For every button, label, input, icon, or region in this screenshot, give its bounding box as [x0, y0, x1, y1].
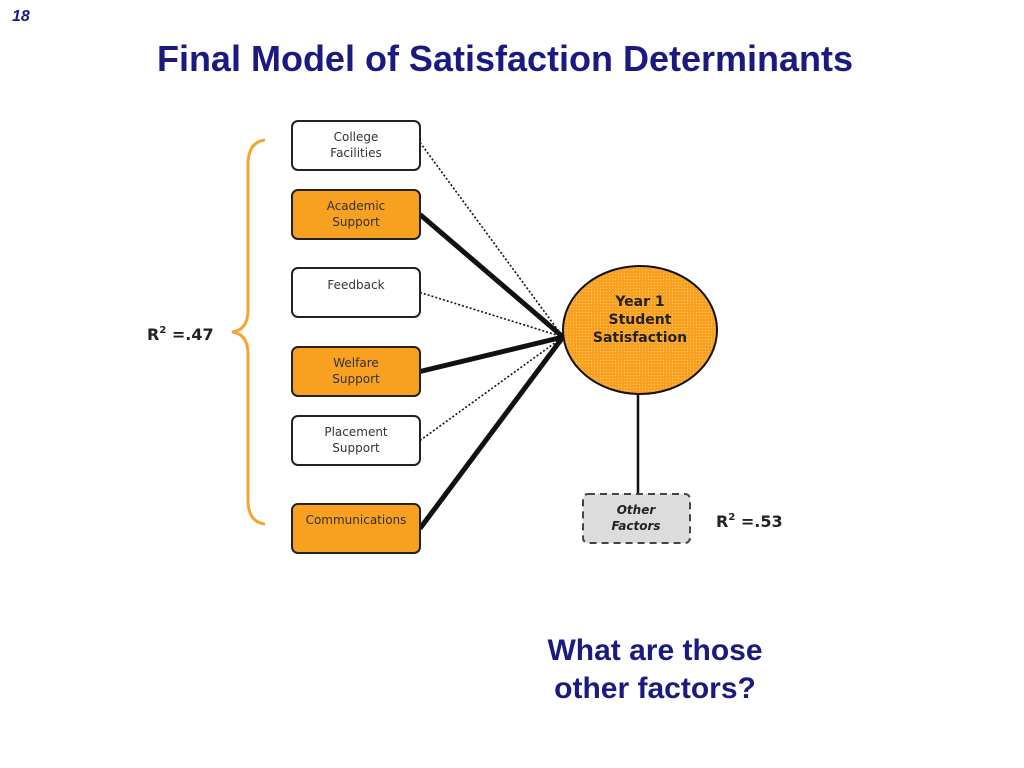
other-factors-label: Other: [617, 503, 657, 517]
outcome-label: Year 1: [614, 294, 664, 310]
outcome-label: Student: [609, 312, 672, 328]
link-feedback: [419, 291, 564, 338]
predictor-label: College: [334, 130, 379, 144]
predictor-placement-support: Placement Support: [291, 415, 421, 466]
predictor-label: Support: [332, 441, 380, 455]
predictor-communications: Communications: [291, 503, 421, 554]
link-college-facilities: [419, 142, 564, 338]
link-placement-support: [419, 336, 564, 442]
predictor-welfare-support: Welfare Support: [291, 346, 421, 397]
link-communications: [417, 335, 566, 530]
r2-left-label: R2 =.47: [147, 325, 214, 344]
predictor-label: Support: [332, 215, 380, 229]
predictor-label: Placement: [324, 425, 388, 439]
predictor-label: Facilities: [330, 146, 381, 160]
predictor-label: Feedback: [327, 278, 384, 292]
link-academic-support: [418, 212, 565, 339]
predictor-feedback: Feedback: [291, 267, 421, 318]
predictor-college-facilities: College Facilities: [291, 120, 421, 171]
r2-bracket: [231, 138, 266, 526]
predictor-label: Communications: [306, 513, 407, 527]
other-factors-label: Factors: [611, 519, 660, 533]
page-number: 18: [12, 8, 30, 25]
predictor-label: Academic: [327, 199, 386, 213]
predictor-academic-support: Academic Support: [291, 189, 421, 240]
question-line: What are those: [547, 634, 763, 667]
other-factors-node: Other Factors: [582, 493, 691, 544]
predictor-label: Support: [332, 372, 380, 386]
question-line: other factors?: [554, 672, 756, 705]
predictor-label: Welfare: [333, 356, 379, 370]
slide-title: Final Model of Satisfaction Determinants: [156, 38, 854, 79]
outcome-label: Satisfaction: [593, 330, 687, 346]
outcome-node: Year 1 Student Satisfaction: [562, 265, 718, 395]
closing-question: What are those other factors?: [500, 632, 810, 708]
r2-right-label: R2 =.53: [716, 512, 783, 531]
link-welfare-support: [419, 334, 564, 374]
